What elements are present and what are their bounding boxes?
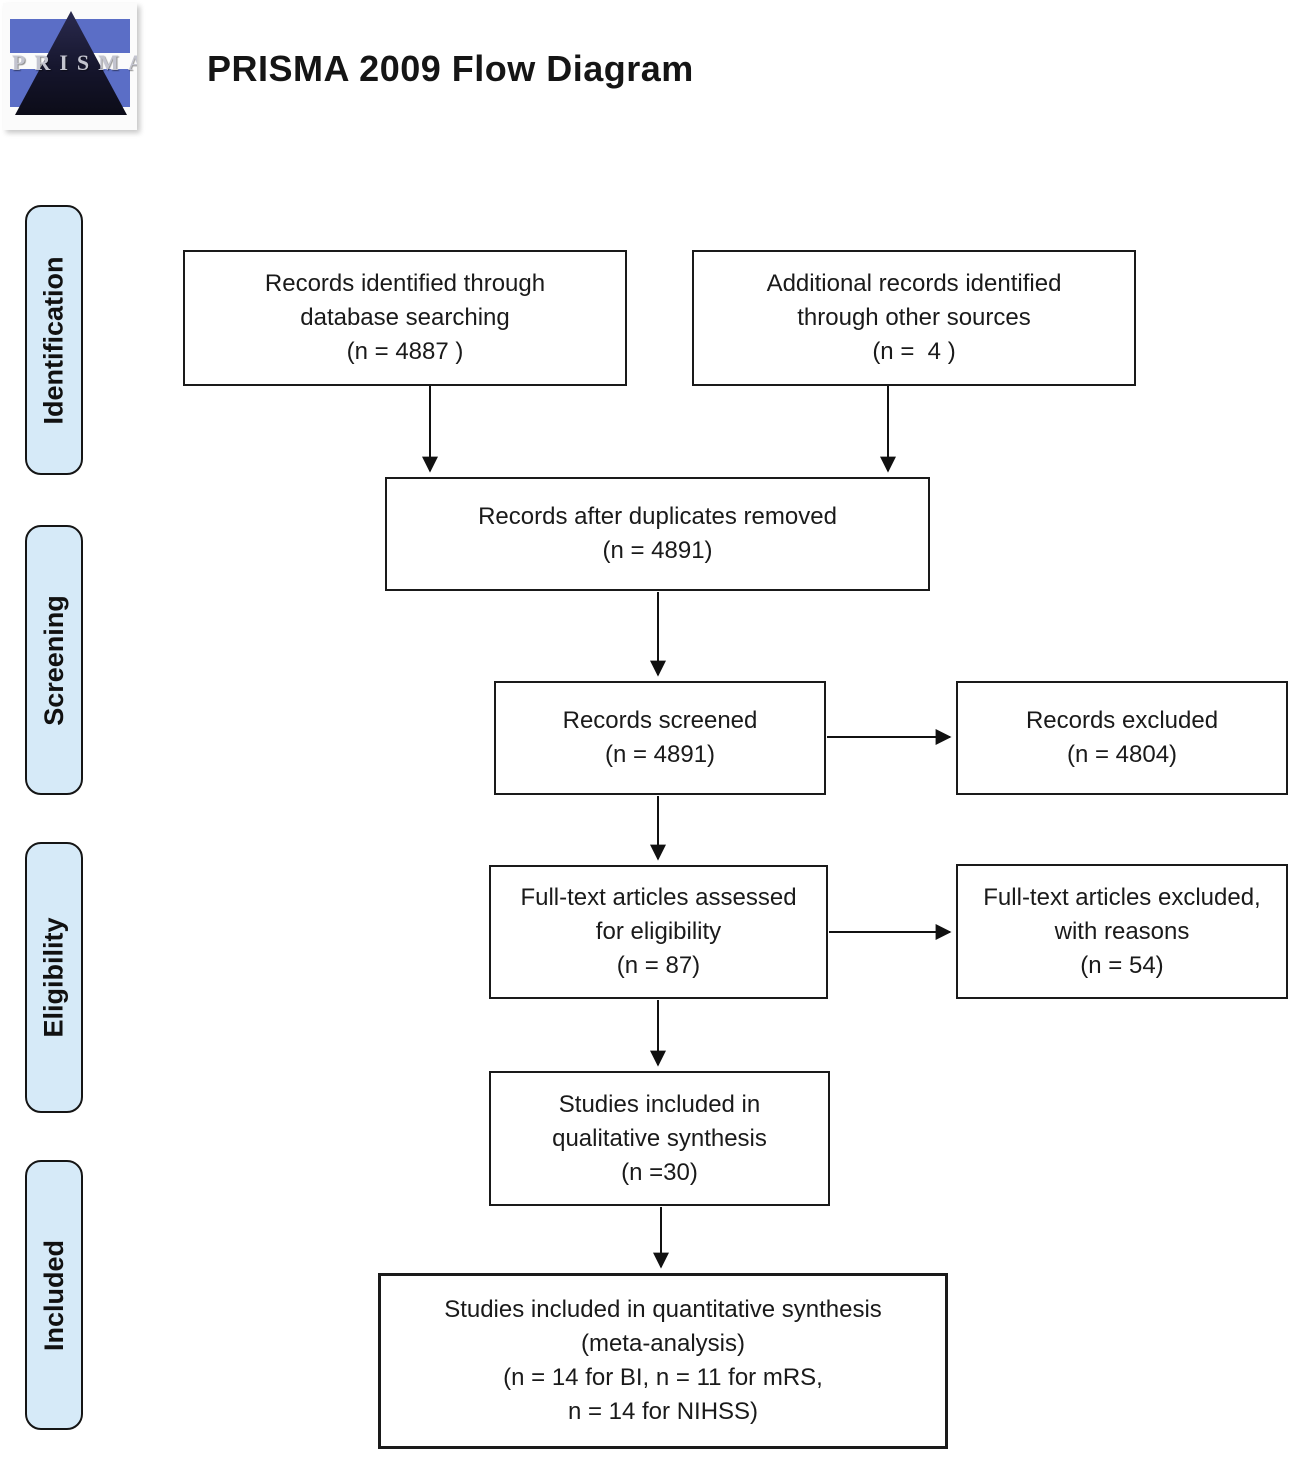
stage-label-eligibility: Eligibility [25, 842, 83, 1113]
box-text-line: qualitative synthesis [552, 1124, 767, 1152]
box-count: (n = 4 ) [872, 338, 956, 365]
flow-box-records-identified: Records identified through database sear… [183, 250, 627, 386]
flow-box-records-screened: Records screened (n = 4891) [494, 681, 826, 795]
box-text-line: database searching [300, 304, 510, 331]
flow-box-qualitative-synthesis: Studies included in qualitative synthesi… [489, 1071, 830, 1206]
flow-box-fulltext-assessed: Full-text articles assessed for eligibil… [489, 865, 828, 999]
box-text-line: with reasons [1054, 917, 1190, 945]
logo-wordmark: PRISMA [12, 50, 137, 75]
box-text-line: Additional records identified [766, 270, 1062, 297]
box-text-line: through other sources [797, 304, 1031, 331]
flow-box-fulltext-excluded: Full-text articles excluded, with reason… [956, 864, 1288, 999]
box-text-line: for eligibility [595, 918, 722, 945]
page-title: PRISMA 2009 Flow Diagram [207, 48, 694, 89]
box-text-line: Records after duplicates removed [478, 503, 837, 530]
stage-label-included: Included [25, 1160, 83, 1430]
box-text-line: Full-text articles excluded, [983, 883, 1261, 911]
box-count: (n = 54) [1080, 951, 1164, 979]
box-text-line: Records identified through [264, 270, 546, 297]
box-count: (n = 87) [616, 952, 701, 979]
flow-box-after-duplicates: Records after duplicates removed (n = 48… [385, 477, 930, 591]
box-count: (n = 4804) [1066, 741, 1178, 768]
flow-box-additional-records: Additional records identified through ot… [692, 250, 1136, 386]
box-text-line: Studies included in quantitative synthes… [444, 1296, 882, 1323]
box-text-line: Full-text articles assessed [520, 884, 797, 911]
box-count: (n = 14 for BI, n = 11 for mRS, [503, 1364, 823, 1391]
stage-label-screening: Screening [25, 525, 83, 795]
box-count: (n = 4891) [602, 537, 713, 564]
flow-box-records-excluded: Records excluded (n = 4804) [956, 681, 1288, 795]
box-count: (n = 4887 ) [346, 338, 464, 365]
flow-box-quantitative-synthesis: Studies included in quantitative synthes… [378, 1273, 948, 1449]
box-count: (n = 4891) [604, 741, 716, 768]
box-count: n = 14 for NIHSS) [567, 1398, 759, 1425]
box-text-line: Records screened [562, 707, 758, 734]
box-text-line: Studies included in [558, 1090, 761, 1118]
box-text-line: (meta-analysis) [580, 1330, 746, 1357]
box-text-line: Records excluded [1025, 707, 1219, 734]
box-count: (n =30) [621, 1158, 698, 1186]
stage-label-identification: Identification [25, 205, 83, 475]
prisma-logo: PRISMA [3, 3, 137, 130]
